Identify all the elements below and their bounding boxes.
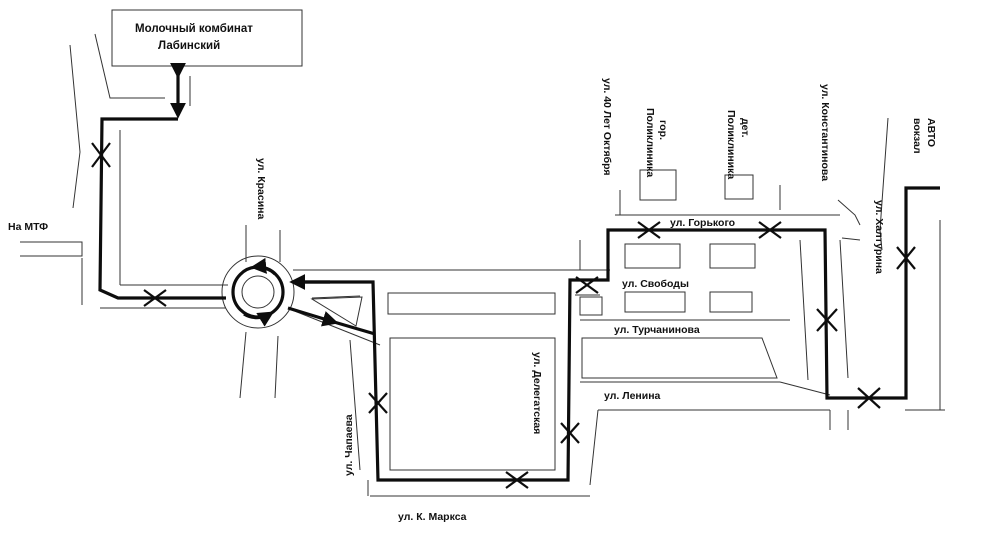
plant-building — [111, 9, 303, 67]
plant-name-line2: Лабинский — [158, 40, 220, 52]
x-cross-icon — [368, 392, 388, 414]
label-konstantinova: ул. Константинова — [819, 84, 831, 181]
label-oktyabrya: ул. 40 Лет Октября — [601, 78, 613, 176]
x-cross-icon — [896, 246, 916, 270]
x-cross-icon — [505, 471, 529, 489]
label-det-poly-2: Поликлиника — [725, 110, 737, 179]
plant-name-line1: Молочный комбинат — [135, 23, 253, 35]
block-large — [389, 337, 556, 471]
label-gor-poly-2: Поликлиника — [644, 108, 656, 177]
label-avto-1: АВТО — [925, 118, 937, 147]
det-poly-building — [724, 174, 754, 200]
roundabout-arrow-bottom — [243, 311, 275, 327]
route-main — [294, 186, 940, 482]
block-svobody-2 — [709, 243, 756, 269]
x-cross-icon — [758, 221, 782, 239]
label-chapaeva: ул. Чапаева — [343, 414, 355, 476]
route-west — [98, 117, 226, 300]
street-network — [20, 33, 945, 497]
block-small — [579, 296, 603, 316]
label-gor-poly-1: гор. — [657, 120, 669, 140]
label-delegatskaya: ул. Делегатская — [531, 352, 543, 434]
label-turchaninova: ул. Турчанинова — [614, 324, 700, 336]
label-avto-2: вокзал — [911, 118, 923, 154]
route-merge — [333, 320, 376, 336]
closure-marks — [91, 142, 916, 489]
map-labels: Молочный комбинат Лабинский На МТФ ул. К… — [8, 23, 937, 523]
label-khalturina: ул. Халтурина — [873, 200, 885, 274]
block-svobody-3 — [624, 291, 686, 313]
label-svobody: ул. Свободы — [622, 278, 689, 290]
block-north — [387, 292, 556, 315]
roundabout-route — [231, 265, 285, 319]
x-cross-icon — [560, 422, 580, 444]
gor-poly-building — [639, 169, 677, 201]
x-cross-icon — [143, 289, 167, 307]
block-svobody-1 — [624, 243, 681, 269]
block-turchaninova — [581, 337, 778, 379]
label-det-poly-1: дет. — [739, 118, 751, 138]
x-cross-icon — [816, 308, 838, 332]
label-krasina: ул. Красина — [255, 158, 267, 220]
label-gorkogo: ул. Горького — [670, 217, 735, 229]
block-svobody-4 — [709, 291, 753, 313]
label-lenina: ул. Ленина — [604, 390, 661, 402]
arrow-outbound — [287, 306, 339, 327]
roundabout-arrow-top — [250, 257, 277, 276]
label-marksa: ул. К. Маркса — [398, 511, 467, 523]
x-cross-icon — [575, 276, 599, 294]
city-blocks — [111, 9, 778, 471]
label-to-mtf: На МТФ — [8, 221, 48, 233]
x-cross-icon — [91, 142, 111, 168]
x-cross-icon — [857, 387, 881, 409]
x-cross-icon — [637, 221, 661, 239]
